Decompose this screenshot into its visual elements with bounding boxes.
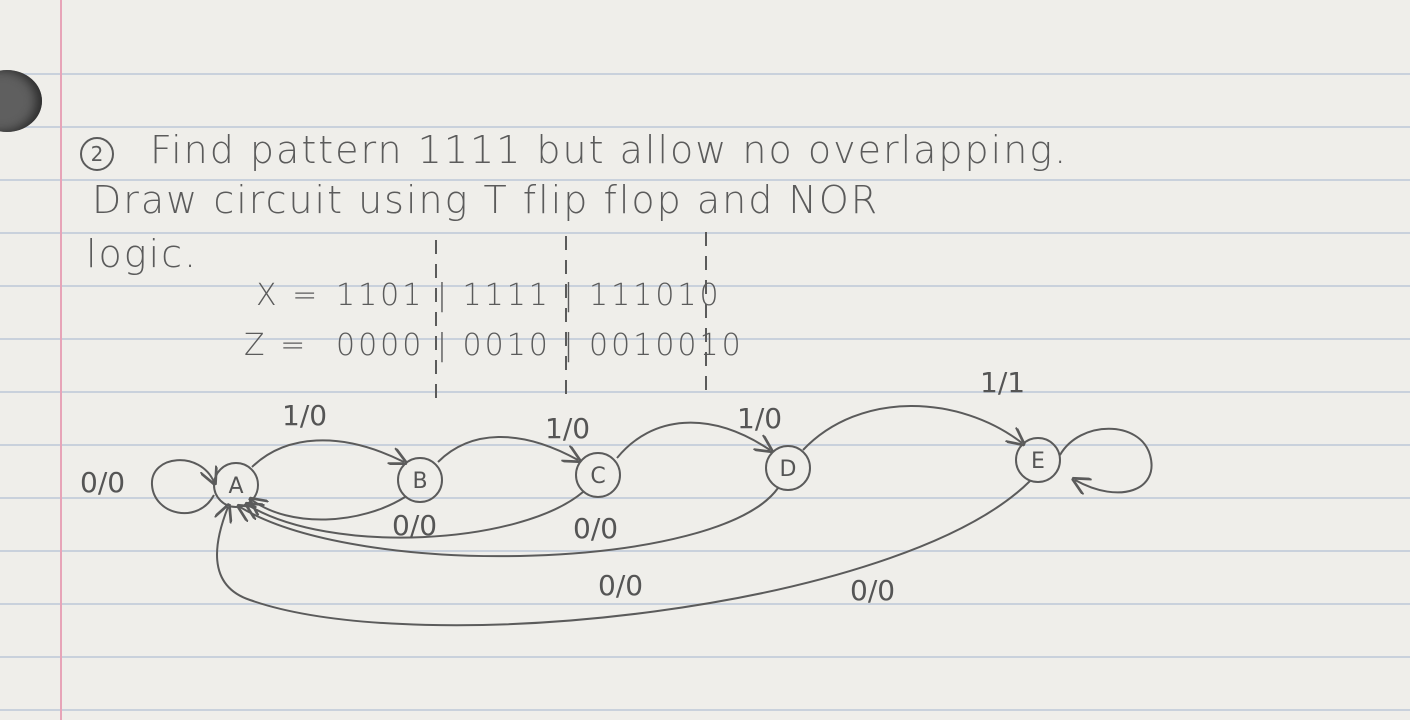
state-c bbox=[575, 452, 621, 498]
label-d-e: 1/1 bbox=[980, 366, 1025, 399]
transition-b-c bbox=[437, 436, 578, 462]
label-e-a: 0/0 bbox=[850, 574, 895, 607]
state-d bbox=[765, 445, 811, 491]
transition-e-a bbox=[217, 480, 1031, 627]
problem-number: 2 bbox=[80, 137, 114, 171]
problem-line-1: Find pattern 1111 but allow no overlappi… bbox=[150, 128, 1069, 172]
transition-d-a bbox=[240, 487, 779, 558]
label-c-d: 1/0 bbox=[737, 402, 782, 435]
label-a-a: 0/0 bbox=[80, 466, 125, 499]
problem-line-2: Draw circuit using T flip flop and NOR bbox=[92, 178, 880, 222]
state-label-b: B bbox=[412, 469, 427, 494]
label-c-a: 0/0 bbox=[573, 512, 618, 545]
z-sequence: 0000 | 0010 | 0010010 bbox=[336, 328, 744, 363]
transition-d-e bbox=[802, 405, 1022, 451]
transition-b-a bbox=[252, 497, 406, 521]
problem-line-3: logic. bbox=[86, 232, 199, 276]
state-label-c: C bbox=[590, 464, 605, 489]
label-d-a: 0/0 bbox=[598, 569, 643, 602]
transition-c-a bbox=[248, 491, 584, 539]
x-sequence: 1101 | 1111 | 111010 bbox=[336, 278, 722, 313]
state-b bbox=[397, 457, 443, 503]
transition-e-e bbox=[1059, 427, 1153, 493]
x-label: X = bbox=[256, 278, 321, 313]
margin-line bbox=[60, 0, 62, 720]
state-label-a: A bbox=[228, 474, 243, 499]
label-b-a: 0/0 bbox=[392, 509, 437, 542]
state-e bbox=[1015, 437, 1061, 483]
label-a-b: 1/0 bbox=[282, 399, 327, 432]
state-label-e: E bbox=[1031, 449, 1045, 474]
label-b-c: 1/0 bbox=[545, 412, 590, 445]
transition-a-a bbox=[150, 459, 214, 514]
z-label: Z = bbox=[244, 328, 309, 363]
state-label-d: D bbox=[780, 457, 797, 482]
transition-a-b bbox=[251, 439, 404, 468]
transition-c-d bbox=[616, 421, 770, 459]
